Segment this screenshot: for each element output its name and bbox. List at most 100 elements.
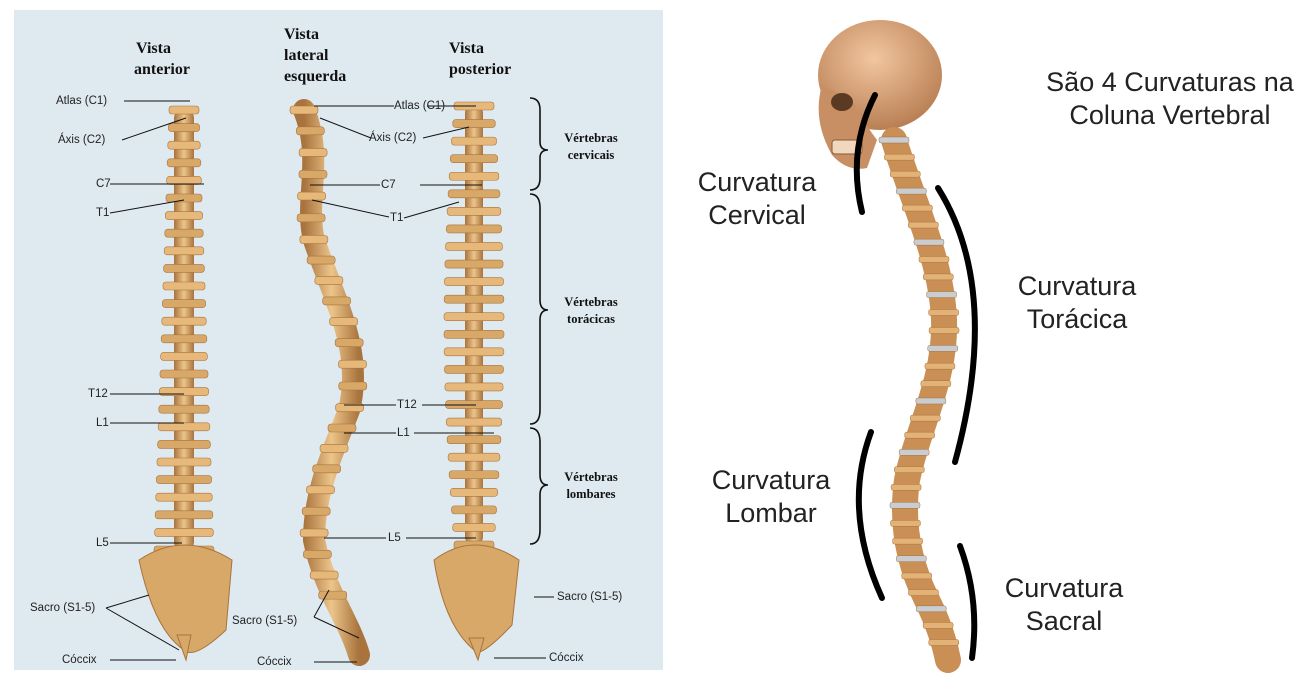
view-heading-line: Vista — [134, 38, 190, 59]
spine-views-drawing — [14, 10, 663, 670]
vertebra — [928, 345, 958, 351]
vertebra — [444, 330, 504, 338]
vertebra — [448, 190, 500, 198]
label-l5-anterior: L5 — [96, 536, 109, 550]
label-atlas-anterior: Atlas (C1) — [56, 94, 107, 108]
vertebra — [453, 523, 496, 531]
label-l1-anterior: L1 — [96, 416, 109, 430]
vertebra — [919, 256, 949, 262]
vertebra — [446, 225, 501, 233]
vertebra — [444, 313, 504, 321]
vertebra — [916, 606, 946, 612]
anterior-spine-illustration — [139, 106, 232, 660]
vertebra — [450, 155, 497, 163]
vertebra — [155, 511, 213, 519]
vertebra — [159, 405, 209, 413]
vertebra — [896, 556, 926, 562]
vertebra — [164, 264, 205, 272]
arc-sacral — [960, 546, 974, 658]
label-t12-middle: T12 — [397, 398, 417, 412]
vertebra — [446, 418, 501, 426]
vertebra — [298, 192, 326, 200]
label-c7-anterior: C7 — [96, 177, 111, 191]
vertebra — [323, 297, 351, 305]
title-line: Coluna Vertebral — [1040, 99, 1300, 132]
view-heading-line: Vista — [284, 24, 346, 45]
vertebra — [167, 176, 202, 184]
vertebra — [921, 381, 951, 387]
group-line: cervicais — [546, 147, 636, 164]
spine-views-panel: Vista anterior Vista lateral esquerda Vi… — [14, 10, 663, 670]
vertebra — [447, 436, 501, 444]
vertebra — [339, 382, 367, 390]
vertebra — [313, 465, 341, 473]
vertebra — [448, 453, 500, 461]
vertebra — [444, 295, 504, 303]
posterior-spine-illustration — [434, 102, 519, 660]
group-line: torácicas — [546, 311, 636, 328]
vertebra — [451, 506, 496, 514]
vertebra — [330, 318, 358, 326]
vertebra — [158, 440, 211, 448]
vertebra — [319, 591, 347, 599]
vertebra — [929, 327, 959, 333]
vertebra — [925, 363, 955, 369]
vertebra — [884, 154, 914, 160]
vertebra — [447, 207, 501, 215]
group-line: Vértebras — [546, 130, 636, 147]
vertebra — [162, 300, 205, 308]
vertebra — [162, 317, 206, 325]
diagram-title: São 4 Curvaturas na Coluna Vertebral — [1040, 66, 1300, 132]
vertebra — [302, 507, 330, 515]
vertebra — [445, 260, 503, 268]
vertebra — [290, 106, 318, 114]
label-t12-anterior: T12 — [88, 387, 108, 401]
label-coccix-anterior: Cóccix — [62, 653, 97, 667]
label-coccix-lateral: Cóccix — [257, 655, 292, 669]
vertebra — [157, 458, 211, 466]
vertebra — [891, 484, 921, 490]
label-axis-anterior: Áxis (C2) — [58, 133, 105, 147]
vertebra — [905, 432, 935, 438]
vertebra — [335, 339, 363, 347]
vertebra — [161, 352, 208, 360]
vertebra — [446, 242, 503, 250]
vertebra — [315, 276, 343, 284]
skull-illustration — [818, 20, 942, 169]
vertebra — [910, 415, 940, 421]
vertebra — [450, 488, 497, 496]
label-sacro-anterior: Sacro (S1-5) — [30, 601, 95, 615]
vertebra — [296, 127, 324, 135]
group-line: Vértebras — [546, 469, 636, 486]
vertebra — [163, 282, 205, 290]
vertebra — [896, 188, 926, 194]
label-axis-middle: Áxis (C2) — [369, 131, 416, 145]
vertebra — [923, 622, 953, 628]
group-cervicais: Vértebras cervicais — [546, 130, 636, 164]
vertebra — [164, 247, 204, 255]
curvature-line: Sacral — [994, 605, 1134, 638]
vertebra — [168, 141, 200, 149]
vertebra — [445, 383, 503, 391]
vertebra — [307, 486, 335, 494]
vertebra — [155, 528, 214, 536]
vertebra — [166, 194, 202, 202]
vertebra — [160, 370, 208, 378]
vertebra — [320, 444, 348, 452]
label-l1-middle: L1 — [397, 426, 410, 440]
curvature-line: Curvatura — [682, 166, 832, 199]
vertebra — [300, 529, 328, 537]
vertebra — [908, 590, 938, 596]
vertebra — [923, 274, 953, 280]
view-heading-line: anterior — [134, 59, 190, 80]
group-line: Vértebras — [546, 294, 636, 311]
vertebra — [449, 471, 499, 479]
vertebra — [165, 229, 203, 237]
vertebra — [328, 424, 356, 432]
label-l5-middle: L5 — [388, 531, 401, 545]
label-atlas-middle: Atlas (C1) — [394, 99, 445, 113]
vertebra — [916, 398, 946, 404]
vertebra — [894, 467, 924, 473]
vertebra — [899, 449, 929, 455]
view-heading-line: lateral — [284, 45, 346, 66]
